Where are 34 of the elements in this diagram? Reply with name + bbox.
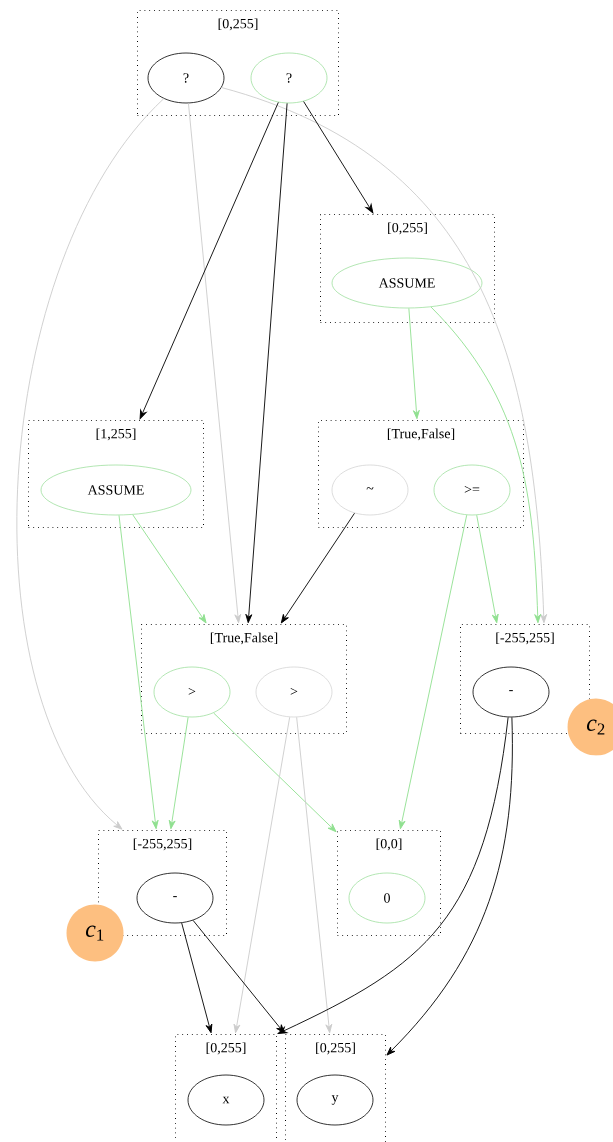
arrow (398, 514, 468, 830)
arrow (303, 101, 374, 214)
arrow (245, 102, 288, 624)
ellipse-node: y (296, 1074, 374, 1126)
arrow (221, 87, 548, 624)
arrow (16, 98, 165, 830)
ellipse-node: ~ (331, 464, 409, 516)
arrow (168, 716, 189, 830)
arrow (296, 716, 333, 1034)
arrow (118, 514, 159, 830)
ellipse-node: ASSUME (40, 464, 192, 516)
arrow (233, 716, 291, 1034)
ellipse-node: >= (433, 464, 511, 516)
arrow (192, 919, 285, 1034)
ellipse-node: 0 (348, 872, 426, 924)
arrow (188, 102, 242, 624)
arrow (430, 306, 542, 624)
arrow (280, 512, 355, 624)
ellipse-node: > (255, 666, 333, 718)
arrow (476, 514, 499, 624)
arrow (181, 922, 213, 1034)
ellipse-node: ? (250, 52, 328, 104)
ellipse-node: - (472, 666, 550, 718)
arrow (132, 514, 207, 624)
ellipse-node: ? (147, 52, 225, 104)
ellipse-node: - (136, 872, 214, 924)
ellipse-node: x (187, 1074, 265, 1126)
arrow (277, 716, 509, 1034)
arrow (386, 716, 513, 1056)
ellipse-node: ASSUME (331, 257, 483, 309)
arrow (408, 307, 420, 420)
arrow (213, 712, 337, 833)
ellipse-node: > (153, 666, 231, 718)
arrow (139, 101, 279, 420)
